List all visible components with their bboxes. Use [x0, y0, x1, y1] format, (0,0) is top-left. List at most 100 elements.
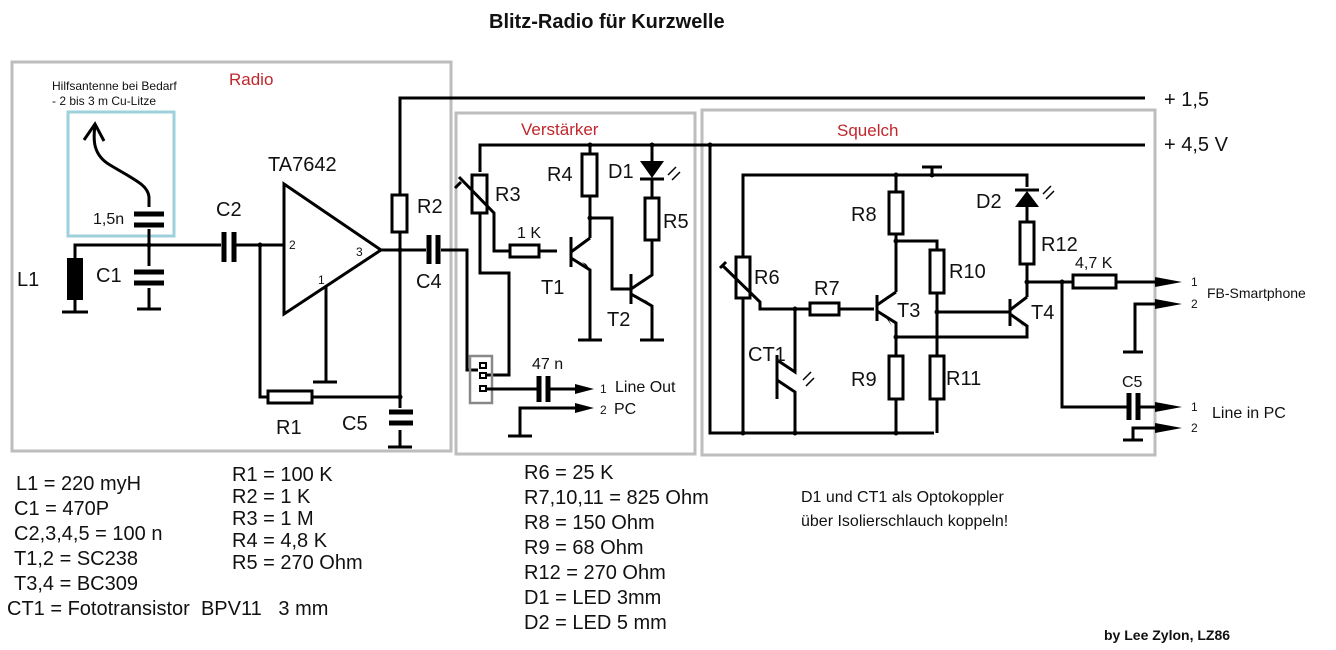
amplifier-section-frame: [454, 111, 697, 456]
transistor-t1: [569, 236, 602, 342]
line-in-label: Line in PC: [1212, 405, 1286, 422]
resistor-r4: [580, 152, 599, 198]
part-r2: R2 = 1 K: [232, 486, 311, 508]
ground-l1: [62, 300, 88, 314]
label-r10: R10: [949, 261, 986, 283]
supply-4v5-label: + 4,5 V: [1164, 134, 1228, 156]
section-radio-label: Radio: [229, 70, 274, 89]
note-line-1: D1 und CT1 als Optokoppler: [801, 489, 1004, 506]
parts-list-col1: L1 = 220 myH C1 = 470P C2,3,4,5 = 100 n …: [7, 472, 328, 622]
label-r7: R7: [814, 278, 840, 300]
label-r4: R4: [547, 164, 573, 186]
phototransistor-ct1: [775, 309, 797, 433]
resistor-r9: [887, 354, 905, 401]
label-r11: R11: [946, 368, 982, 390]
arrow-fb-1: [1155, 277, 1182, 287]
parts-list-col2: R1 = 100 K R2 = 1 K R3 = 1 M R4 = 4,8 K …: [232, 464, 363, 574]
author-credit: by Lee Zylon, LZ86: [1104, 627, 1231, 643]
transistor-t2: [629, 240, 664, 342]
antenna-arrow-icon: [82, 121, 106, 142]
label-t2: T2: [607, 309, 631, 331]
wire-r3-wiper: [457, 175, 557, 253]
led-d2: [1015, 191, 1039, 207]
part-r12: R12 = 270 Ohm: [524, 562, 666, 584]
resistor-r10: [928, 248, 946, 295]
part-r3: R3 = 1 M: [232, 508, 314, 530]
wire-c4-switch: [441, 248, 478, 372]
antenna-option-frame: [66, 110, 176, 238]
jumper-switch[interactable]: [468, 354, 494, 405]
label-ct1: CT1: [748, 344, 786, 366]
label-r6: R6: [754, 267, 780, 289]
label-pin2: 2: [289, 238, 296, 252]
line-in-pin2: 2: [1191, 421, 1198, 435]
label-t4: T4: [1031, 302, 1055, 324]
label-4k7: 4,7 K: [1075, 255, 1113, 272]
label-pin1: 1: [318, 273, 325, 287]
label-47n: 47 n: [532, 356, 564, 373]
wire-line-out: [486, 387, 580, 438]
wire-linein-ground: [1123, 426, 1157, 442]
part-ct1: CT1 = Fototransistor BPV11 3 mm: [7, 598, 329, 620]
part-r9: R9 = 68 Ohm: [524, 537, 644, 559]
wire-r3-switch: [478, 213, 511, 377]
resistor-r8: [887, 190, 905, 236]
label-c2: C2: [216, 199, 242, 221]
diagram-title: Blitz-Radio für Kurzwelle: [489, 11, 725, 33]
arrow-fb-2: [1155, 299, 1182, 309]
part-r5: R5 = 270 Ohm: [232, 552, 363, 574]
fb-smartphone-label: FB-Smartphone: [1207, 285, 1306, 301]
wire-fb-ground: [1123, 302, 1157, 354]
part-t34: T3,4 = BC309: [14, 573, 138, 595]
label-r9: R9: [851, 369, 877, 391]
part-d2: D2 = LED 5 mm: [524, 612, 667, 634]
part-c1: C1 = 470P: [14, 498, 110, 520]
arrow-linein-1: [1155, 402, 1182, 412]
pc-out-label: PC: [614, 401, 637, 418]
part-r8: R8 = 150 Ohm: [524, 512, 655, 534]
label-r5: R5: [663, 211, 689, 233]
capacitor-c5b: [1126, 393, 1141, 420]
part-t12: T1,2 = SC238: [14, 548, 138, 570]
resistor-r7: [808, 301, 841, 317]
transistor-t4: [1008, 295, 1028, 328]
wire-output: [381, 232, 426, 449]
label-c5: C5: [342, 413, 368, 435]
capacitor-c4: [426, 235, 441, 264]
resistor-r5: [643, 196, 661, 242]
resistor-r11: [928, 354, 946, 401]
wire-feedback: [258, 245, 400, 399]
resistor-1k: [508, 243, 541, 259]
label-d1: D1: [608, 161, 634, 183]
label-c4: C4: [416, 271, 442, 293]
antenna-wire: [92, 124, 151, 245]
transistor-t3: [875, 290, 898, 356]
capacitor-antenna: [134, 211, 164, 228]
fb-pin1: 1: [1191, 275, 1198, 289]
section-squelch-label: Squelch: [837, 121, 899, 140]
inductor-l1: [67, 258, 83, 300]
supply-1v5-label: + 1,5: [1164, 89, 1210, 111]
part-r6: R6 = 25 K: [524, 462, 614, 484]
ic-ta7642: [282, 181, 384, 317]
capacitor-c2: [221, 232, 237, 262]
capacitor-47n: [536, 376, 551, 402]
label-l1: L1: [17, 269, 40, 291]
label-ic: TA7642: [268, 154, 337, 176]
part-r4: R4 = 4,8 K: [232, 530, 328, 552]
wire-c1: [137, 245, 161, 311]
antenna-note-line-1: Hilfsantenne bei Bedarf: [52, 79, 177, 93]
note-line-2: über Isolierschlauch koppeln!: [801, 513, 1009, 530]
resistor-r1: [266, 389, 314, 405]
line-in-pin1: 1: [1191, 400, 1198, 414]
optocoupler-note: D1 und CT1 als Optokoppler über Isoliers…: [801, 486, 1008, 534]
arrow-line-out-2: [575, 403, 594, 413]
light-emission-icon: [667, 166, 681, 181]
capacitor-c5: [389, 409, 413, 426]
arrow-linein-2: [1155, 423, 1182, 433]
resistor-4k7: [1071, 273, 1118, 290]
part-c2345: C2,3,4,5 = 100 n: [14, 523, 163, 545]
label-pin3: 3: [356, 245, 363, 259]
resistor-r12: [1018, 220, 1036, 266]
light-receive-icon: [802, 371, 815, 387]
